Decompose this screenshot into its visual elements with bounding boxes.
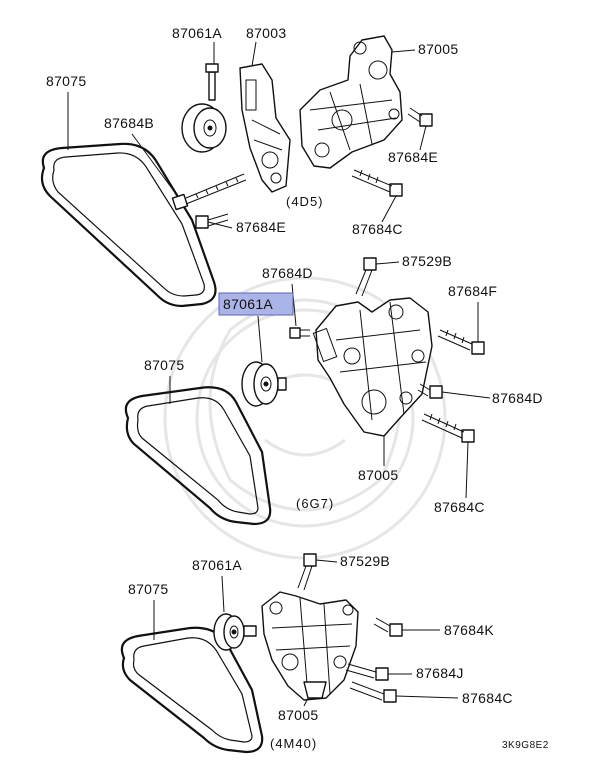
highlight-87061a: [218, 292, 294, 316]
bolt-87684c-4d5: [351, 169, 403, 197]
label-87684f-6g7: 87684F: [448, 283, 497, 299]
label-87684k-4m40: 87684K: [444, 622, 494, 638]
pulley-4m40: [213, 613, 257, 651]
label-87529b-6g7: 87529B: [402, 253, 452, 269]
bracket-87003-4d5: [239, 63, 291, 193]
pulley-6g7: [241, 361, 287, 407]
bolt-87684c-4m40: [349, 681, 397, 703]
reference-code: 3K9G8E2: [502, 740, 549, 751]
pulley-4d5: [181, 63, 227, 153]
label-87075-4d5: 87075: [46, 73, 86, 89]
label-87684e-lower-4d5: 87684E: [236, 219, 286, 235]
label-87061a-4m40: 87061A: [192, 557, 242, 573]
drive-belt-6g7: [124, 386, 272, 526]
label-87061a-4d5: 87061A: [172, 25, 222, 41]
bolt-87684b-4d5: [171, 173, 247, 211]
drive-belt-4d5: [40, 142, 217, 308]
label-87684c-4d5: 87684C: [352, 221, 403, 237]
label-87684c-6g7: 87684C: [434, 499, 485, 515]
bolt-87684j-4m40: [345, 663, 389, 681]
group-4d5: 87061A 87003 87005 87075 87684B 87684E 8…: [40, 25, 458, 308]
bracket-87005-4m40: [261, 591, 359, 701]
label-87075-4m40: 87075: [128, 581, 168, 597]
bolt-87684c-6g7: [421, 413, 475, 443]
label-87684c-4m40: 87684C: [462, 690, 513, 706]
label-87005-4m40: 87005: [278, 707, 318, 723]
bolt-87684k-4m40: [373, 617, 403, 637]
group-6g7: 87684D 87529B 87061A 87684F 87075 87684D…: [124, 253, 543, 526]
label-87075-6g7: 87075: [144, 357, 184, 373]
bolt-87684f-6g7: [437, 329, 485, 355]
drive-belt-4m40: [120, 626, 264, 754]
bolt-87684e-right-4d5: [407, 107, 433, 127]
label-87684d-right-6g7: 87684D: [492, 390, 543, 406]
bolt-87529b-4m40: [297, 553, 317, 591]
label-87529b-4m40: 87529B: [340, 553, 390, 569]
variant-label-6g7: (6G7): [296, 496, 334, 511]
label-87003-4d5: 87003: [246, 25, 286, 41]
variant-label-4d5: (4D5): [286, 194, 324, 209]
variant-label-4m40: (4M40): [270, 736, 317, 751]
label-87005-6g7: 87005: [358, 467, 398, 483]
label-87684j-4m40: 87684J: [416, 665, 464, 681]
label-87061a-6g7[interactable]: 87061A: [223, 296, 273, 312]
group-4m40: 87061A 87529B 87075 87684K 87684J 87684C…: [120, 553, 513, 754]
label-87684d-top-6g7: 87684D: [262, 265, 313, 281]
bracket-87005-4d5: [299, 35, 403, 169]
label-87684e-right-4d5: 87684E: [388, 149, 438, 165]
label-87684b-4d5: 87684B: [104, 115, 154, 131]
bolt-87684d-top-6g7: [289, 327, 310, 339]
bracket-87005-6g7: [312, 297, 433, 437]
bolt-87684e-lower-4d5: [195, 213, 229, 229]
label-87005-4d5: 87005: [418, 41, 458, 57]
